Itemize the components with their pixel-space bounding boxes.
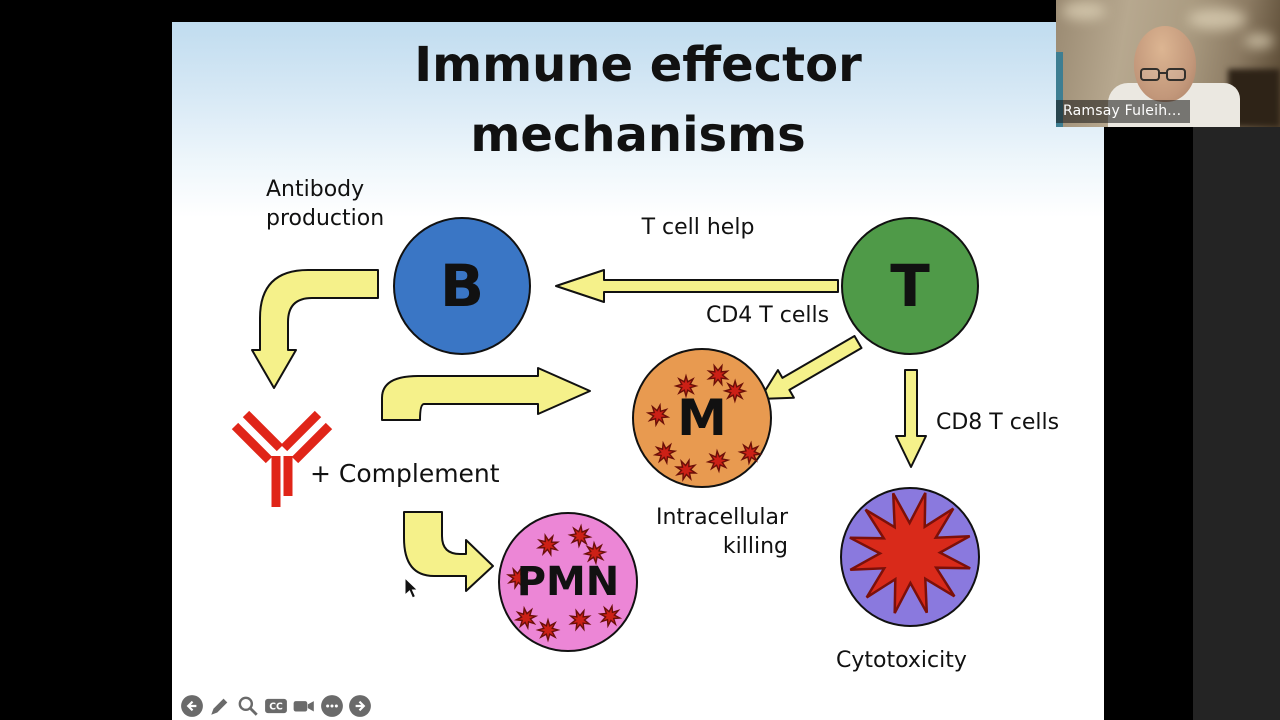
video-camera-button[interactable] (292, 694, 316, 718)
next-slide-button[interactable] (348, 694, 372, 718)
pathogen-icon (597, 603, 623, 629)
cd8-arrow (895, 369, 927, 468)
pathogen-icon (737, 440, 763, 466)
slide-title: Immune effector mechanisms (172, 30, 1104, 170)
pathogen-icon (506, 566, 530, 590)
complement-label: + Complement (310, 459, 500, 488)
glasses-icon (1166, 68, 1186, 81)
more-options-button[interactable] (320, 694, 344, 718)
complement-to-pmn-arrow (403, 511, 494, 592)
background-light (1188, 8, 1246, 30)
cd4-arrow (759, 335, 863, 400)
macrophage-letter: M (677, 389, 727, 447)
slide-title-line2: mechanisms (470, 107, 806, 163)
b-to-antibody-arrow (251, 269, 379, 389)
pathogen-icon (652, 440, 678, 466)
closed-captions-button[interactable]: CC (264, 694, 288, 718)
t-cell: T (841, 217, 979, 355)
pathogen-icon (645, 402, 671, 428)
antibody-production-label: Antibody production (266, 177, 385, 231)
t-cell-help-label: T cell help (641, 215, 755, 240)
previous-slide-button[interactable] (180, 694, 204, 718)
cd4-t-cells-label: CD4 T cells (706, 303, 830, 328)
pmn-letters: PMN (516, 559, 620, 605)
pmn-cell: PMN (498, 512, 638, 652)
pathogen-icon (673, 373, 699, 399)
cytotoxicity-label: Cytotoxicity (836, 648, 967, 673)
side-panel-background (1193, 127, 1280, 720)
pathogen-icon (536, 533, 560, 557)
pencil-annotate-button[interactable] (208, 694, 232, 718)
pathogen-icon (582, 540, 608, 566)
pathogen-icon (674, 458, 698, 482)
antibody-icon (231, 410, 333, 507)
pathogen-icon (567, 523, 593, 549)
macrophage-cell: M (632, 348, 772, 488)
b-to-macrophage-arrow (381, 367, 591, 421)
cd8-t-cells-label: CD8 T cells (936, 410, 1060, 435)
t-cell-letter: T (890, 252, 930, 320)
t-cell-help-arrow (555, 269, 839, 303)
b-cell-letter: B (439, 252, 485, 320)
pathogen-icon (535, 617, 561, 643)
lysed-cell-burst-icon (849, 492, 971, 614)
glasses-icon (1140, 68, 1160, 81)
background-light (1062, 2, 1106, 20)
cytotoxicity-cell (840, 487, 980, 627)
pathogen-icon (513, 605, 539, 631)
pathogen-icon (722, 378, 748, 404)
glasses-bridge (1159, 72, 1167, 74)
participant-name-label: Ramsay Fuleih... (1056, 100, 1191, 123)
pathogen-icon (705, 448, 731, 474)
mouse-cursor (404, 576, 419, 599)
cc-icon-text: CC (269, 701, 283, 712)
magnifier-button[interactable] (236, 694, 260, 718)
annotation-toolbar: CC (180, 694, 372, 718)
shared-slide: Immune effector mechanisms Antibody prod… (172, 22, 1104, 720)
background-window-strip (1056, 52, 1063, 127)
pathogen-icon (568, 608, 592, 632)
pathogen-icon (706, 363, 730, 387)
intracellular-killing-label: Intracellular killing (655, 505, 788, 559)
b-cell: B (393, 217, 531, 355)
participant-head (1134, 26, 1196, 102)
webcam-tile[interactable]: Ramsay Fuleih... (1056, 0, 1280, 127)
slide-title-line1: Immune effector (414, 37, 862, 93)
background-light (1244, 34, 1274, 48)
